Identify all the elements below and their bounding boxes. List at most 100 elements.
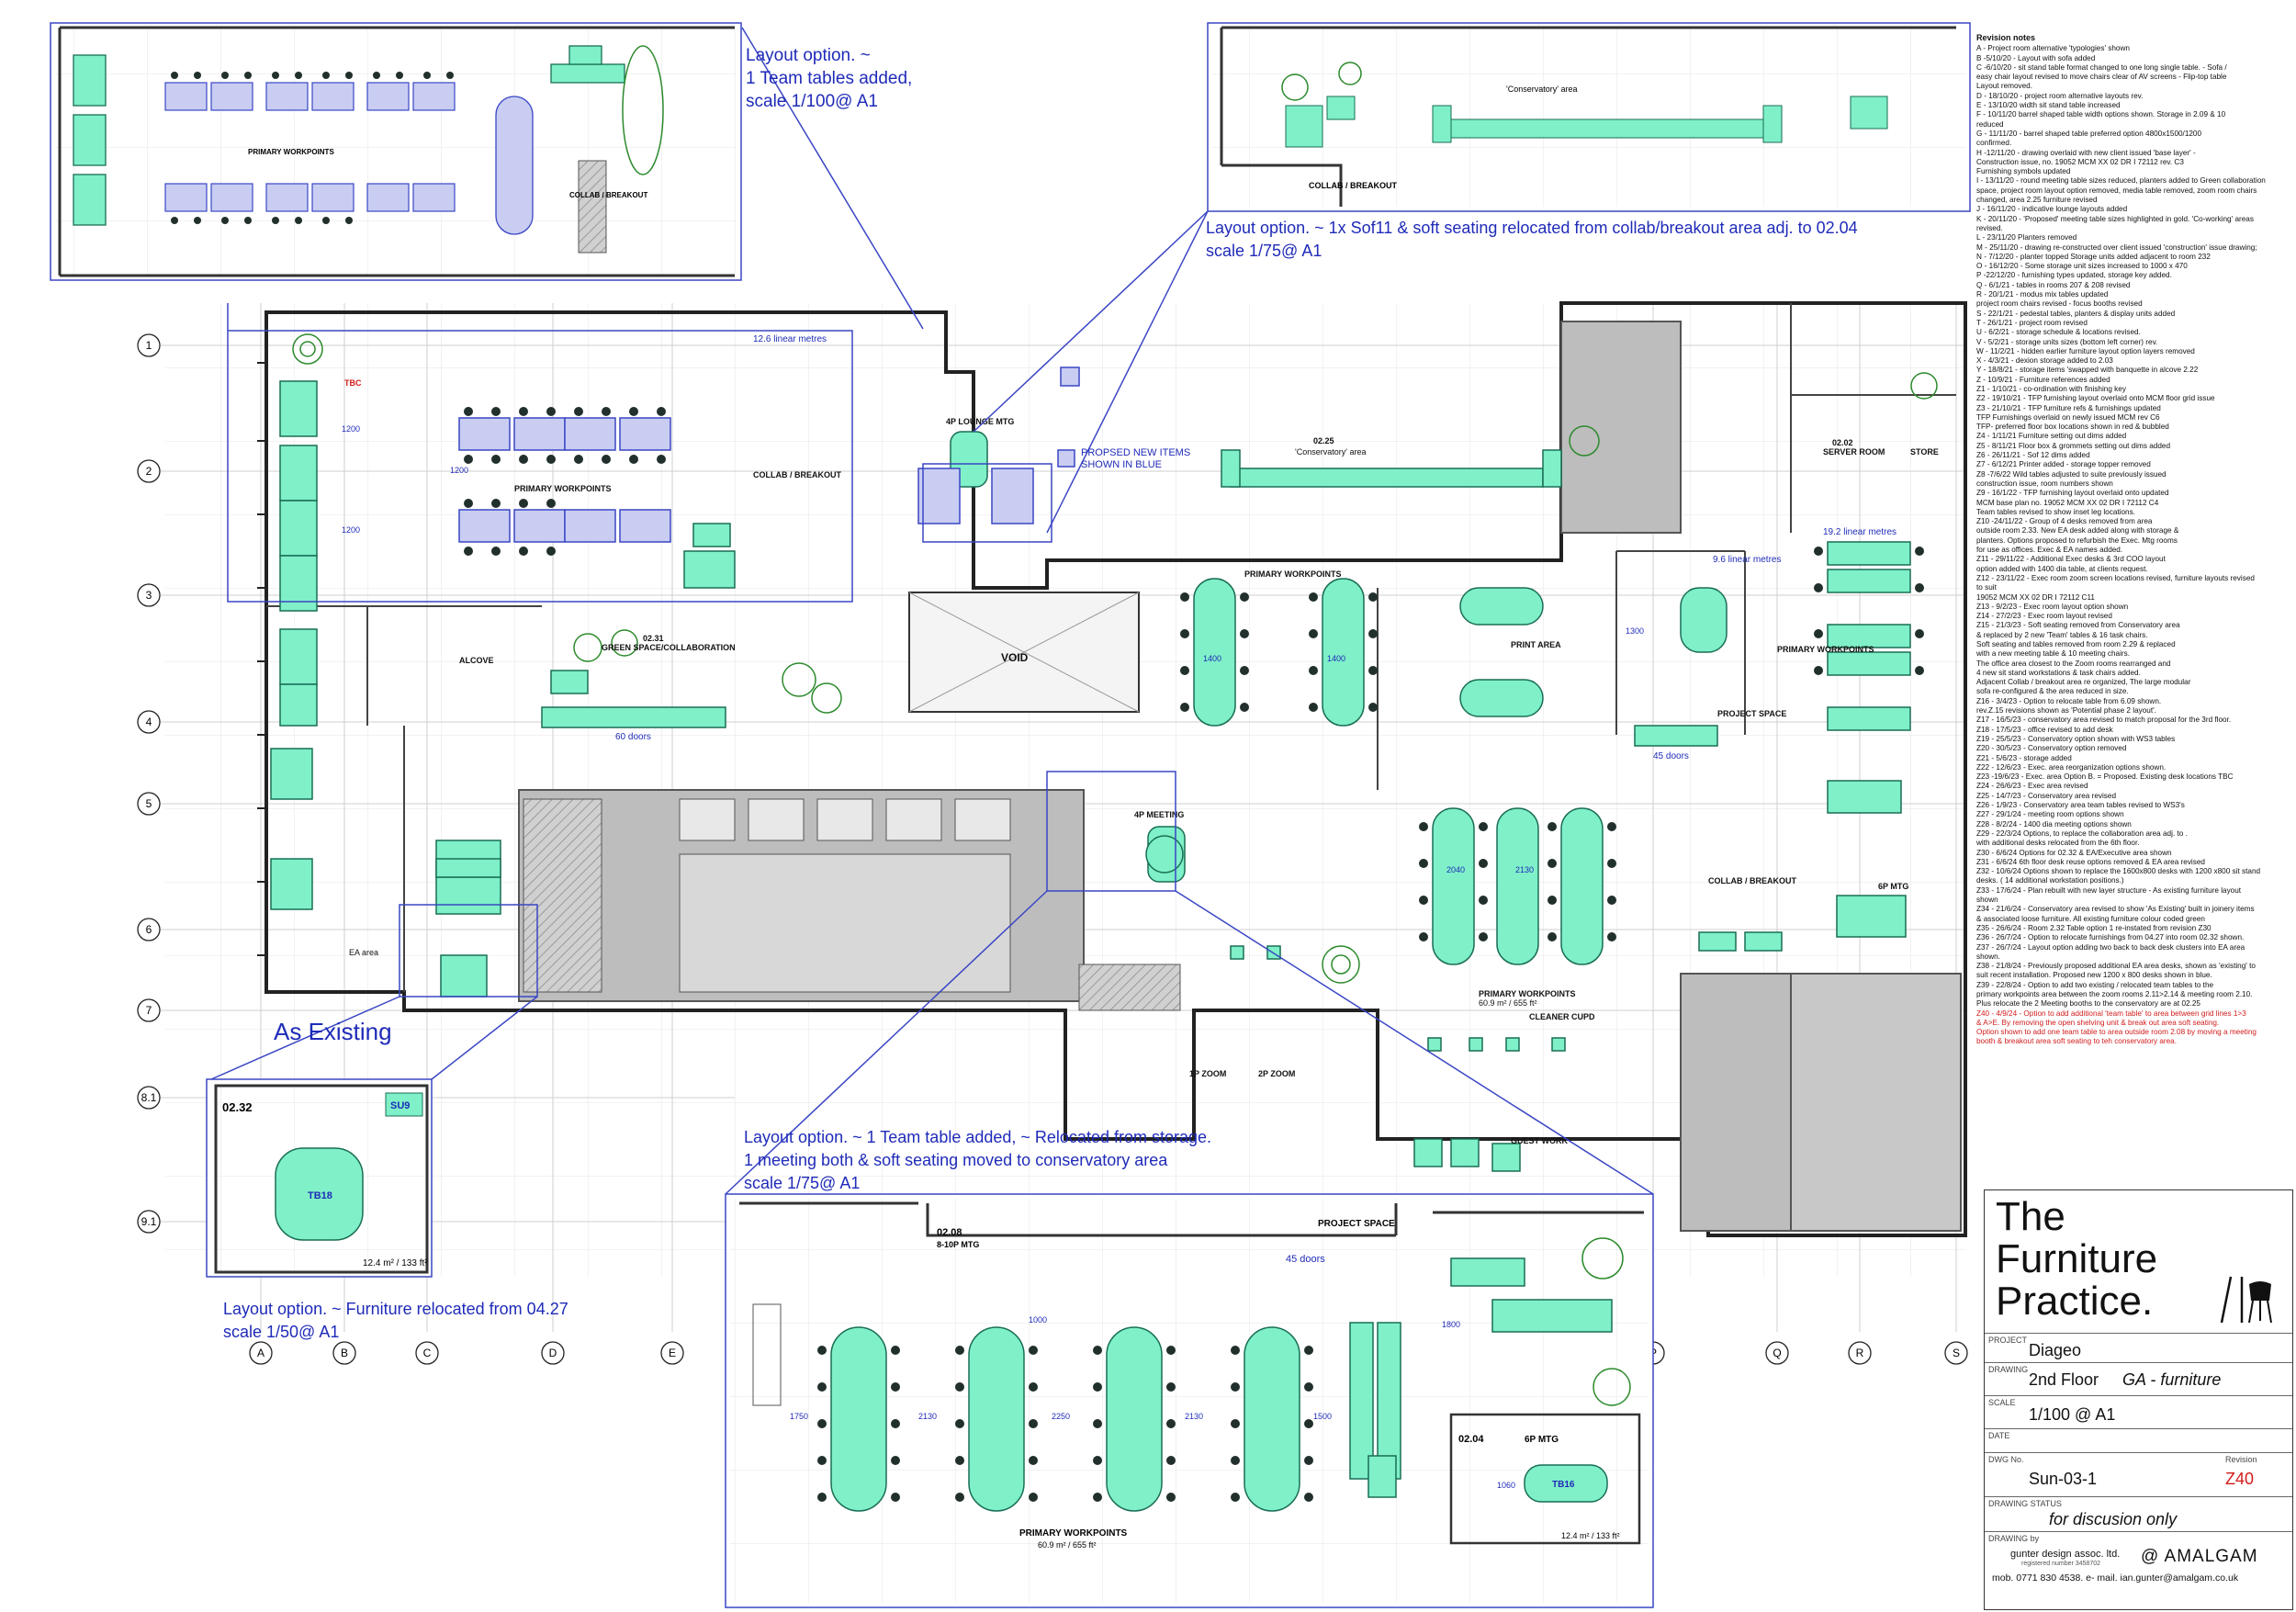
note-top-left-line-1: Layout option. ~ (746, 46, 871, 65)
revision-note-line: W - 11/2/21 - hidden earlier furniture l… (1976, 346, 2195, 355)
drawing-row: DRAWING 2nd Floor GA - furniture (1985, 1362, 2292, 1396)
label-cleaner: CLEANER CUPD (1529, 1012, 1595, 1021)
revision-note-line: with additional desks relocated from the… (1976, 839, 2140, 848)
brand-line-3: Practice. (1996, 1279, 2154, 1324)
revision-note-line: Z9 - 16/1/22 - TFP furnishing layout ove… (1976, 489, 2169, 498)
revision-note-line: sofa re-configured & the area reduced in… (1976, 687, 2129, 696)
note-top-left: Layout option. ~ 1 Team tables added, sc… (746, 44, 912, 113)
revision-note-line: Z23 -19/6/23 - Exec. area Option B. = Pr… (1976, 772, 2234, 782)
revision-note-line: Z34 - 21/6/24 - Conservatory area revise… (1976, 905, 2255, 914)
revision-note-line: M - 25/11/20 - drawing re-constructed ov… (1976, 242, 2257, 252)
revision-note-line: outside room 2.33. New EA desk added alo… (1976, 526, 2179, 535)
svg-text:8.1: 8.1 (141, 1091, 157, 1104)
label-linear-metres-1: 9.6 linear metres (1713, 555, 1781, 565)
svg-text:4: 4 (146, 716, 152, 728)
revision-note-line: Z13 - 9/2/23 - Exec room layout option s… (1976, 602, 2129, 611)
svg-text:1750: 1750 (790, 1412, 808, 1421)
revision-note-line-red: & A>E. By removing the open shelving uni… (1976, 1018, 2220, 1027)
scale-row: SCALE 1/100 @ A1 (1985, 1395, 2292, 1429)
revision-note-line: Z25 - 14/7/23 - Conservatory area revise… (1976, 791, 2116, 800)
svg-text:1400: 1400 (1327, 654, 1345, 663)
note-bottom-left-line-1: Layout option. ~ Furniture relocated fro… (223, 1300, 568, 1318)
inset-top-right-plan: 'Conservatory' area COLLAB / BREAKOUT (1207, 22, 1971, 212)
revision-value: Z40 (2225, 1470, 2255, 1488)
label-primary-workpoints-right: PRIMARY WORKPOINTS (1777, 645, 1874, 654)
revision-note-line: K - 20/11/20 - 'Proposed' meeting table … (1976, 214, 2254, 223)
label-45-doors: 45 doors (1653, 751, 1689, 761)
svg-text:6: 6 (146, 923, 152, 936)
revision-note-line: Z12 - 23/11/22 - Exec room zoom screen l… (1976, 573, 2255, 582)
svg-text:D: D (549, 1347, 557, 1359)
svg-text:6P MTG: 6P MTG (1525, 1435, 1559, 1445)
revision-note-line: Z31 - 6/6/24 6th floor desk reuse option… (1976, 857, 2205, 866)
revision-note-line: shown. (1976, 952, 2000, 961)
revision-note-line: Z27 - 29/1/24 - meeting room options sho… (1976, 810, 2124, 819)
svg-text:02.04: 02.04 (1458, 1434, 1484, 1445)
revision-note-line: G - 11/11/20 - barrel shaped table prefe… (1976, 129, 2202, 138)
drawing-caption: DRAWING (1988, 1365, 2029, 1374)
revision-note-line: Z18 - 17/5/23 - office revised to add de… (1976, 725, 2113, 734)
revision-note-line: C -6/10/20 - sit stand table format chan… (1976, 62, 2227, 72)
label-alcove: ALCOVE (459, 656, 494, 665)
label-store: STORE (1910, 447, 1939, 457)
svg-text:8-10P MTG: 8-10P MTG (937, 1240, 979, 1249)
revision-note-line: L - 23/11/20 Planters removed (1976, 233, 2077, 242)
label-primary-workpoints-left: PRIMARY WORKPOINTS (514, 484, 612, 493)
revision-note-line: to suit (1976, 583, 1997, 592)
revision-note-line: Plus relocate the 2 Meeting booths to th… (1976, 999, 2200, 1009)
status-caption: DRAWING STATUS (1988, 1499, 2062, 1508)
svg-text:TB18: TB18 (308, 1190, 332, 1201)
svg-text:C: C (423, 1347, 432, 1359)
svg-text:5: 5 (146, 797, 152, 810)
revision-note-line: confirmed. (1976, 139, 2012, 148)
planters (292, 333, 1938, 984)
proposed-legend-line-1: PROPSED NEW ITEMS (1081, 447, 1191, 458)
revision-note-line: Furnishing symbols updated (1976, 167, 2071, 176)
revision-note-line: Z39 - 22/8/24 - Option to add two existi… (1976, 980, 2214, 989)
svg-text:12.4 m² / 133 ft²: 12.4 m² / 133 ft² (1561, 1531, 1620, 1540)
inset-bottom-left-plan: 02.32 TB18 SU9 12.4 m² / 133 ft² (206, 1078, 433, 1278)
chair-logo-icon (2220, 1276, 2272, 1324)
revision-note-line: R - 20/1/21 - modus mix tables updated (1976, 290, 2109, 299)
svg-text:60.9 m² / 655 ft²: 60.9 m² / 655 ft² (1038, 1540, 1097, 1550)
status-value: for discusion only (2049, 1510, 2178, 1528)
revision-note-line: Z - 10/9/21 - Furniture references added (1976, 375, 2110, 384)
note-bottom-center-line-1: Layout option. ~ 1 Team table added, ~ R… (744, 1128, 1212, 1146)
revision-note-line: Z20 - 30/5/23 - Conservatory option remo… (1976, 744, 2127, 753)
revision-note-line: I - 13/11/20 - round meeting table sizes… (1976, 176, 2266, 186)
grid-row-labels: 1 2 3 4 5 6 7 8.1 9.1 (141, 339, 157, 1228)
label-tbc: TBC (344, 378, 362, 388)
svg-text:1400: 1400 (1203, 654, 1221, 663)
revision-note-line: Z29 - 22/3/24 Options, to replace the co… (1976, 829, 2188, 838)
label-area: 60.9 m² / 655 ft² (1479, 998, 1537, 1008)
proposed-furniture (458, 366, 1080, 543)
revision-note-line: B -5/10/20 - Layout with sofa added (1976, 53, 2096, 62)
label-void: VOID (1001, 651, 1029, 664)
revision-note-line: space, project room layout option remove… (1976, 186, 2257, 195)
revision-note-line: F - 10/11/20 barrel shaped table width o… (1976, 110, 2226, 119)
label-conservatory-num: 02.25 (1313, 436, 1334, 445)
project-row: PROJECT Diageo (1985, 1333, 2292, 1363)
revision-note-line: Z5 - 8/11/21 Floor box & grommets settin… (1976, 441, 2171, 450)
revision-note-line: S - 22/1/21 - pedestal tables, planters … (1976, 309, 2176, 318)
inset-top-left-plan: PRIMARY WORKPOINTS COLLAB / BREAKOUT (50, 22, 742, 281)
label-green-space-num: 02.31 (643, 634, 664, 643)
label-collab-breakout: COLLAB / BREAKOUT (753, 470, 841, 479)
as-existing-label: As Existing (274, 1018, 392, 1045)
drawn-by-row: DRAWING by gunter design assoc. ltd. reg… (1985, 1531, 2292, 1609)
revision-note-line: Adjacent Collab / breakout area re organ… (1976, 678, 2191, 687)
svg-text:2130: 2130 (918, 1412, 937, 1421)
proposed-legend-swatch (1057, 449, 1075, 468)
revision-note-line: Z22 - 12/6/23 - Exec. area reorganizatio… (1976, 762, 2167, 772)
svg-text:12.4 m² / 133 ft²: 12.4 m² / 133 ft² (363, 1258, 428, 1268)
revision-note-line: Z33 - 17/6/24 - Plan rebuilt with new la… (1976, 885, 2242, 895)
revision-note-line: Y - 18/8/21 - storage items 'swapped wit… (1976, 366, 2199, 375)
revision-note-line: Z11 - 29/11/22 - Additional Exec desks &… (1976, 555, 2166, 564)
note-bottom-center-line-2: 1 meeting both & soft seating moved to c… (744, 1151, 1168, 1169)
project-caption: PROJECT (1988, 1336, 2028, 1345)
note-top-right-line-1: Layout option. ~ 1x Sof11 & soft seating… (1206, 219, 1858, 237)
dwg-caption: DWG No. (1988, 1455, 2024, 1464)
revision-notes: Revision notes A - Project room alternat… (1976, 33, 2293, 1080)
proposed-legend: PROPSED NEW ITEMS SHOWN IN BLUE (1081, 447, 1190, 471)
revision-note-line: X - 4/3/21 - dexion storage added to 2.0… (1976, 356, 2113, 366)
